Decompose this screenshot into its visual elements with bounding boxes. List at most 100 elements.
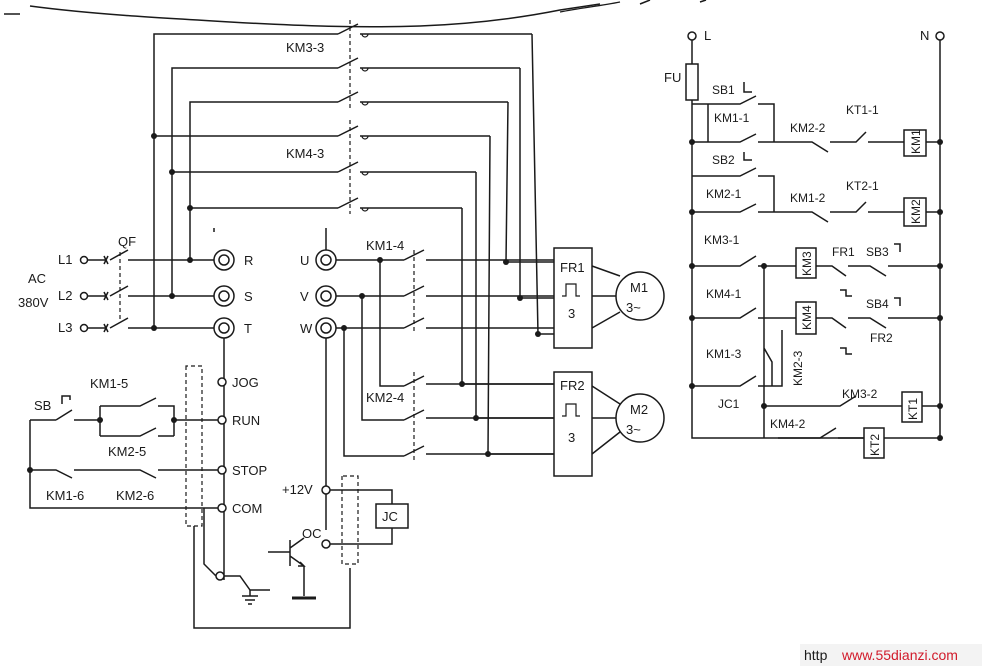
fr2-label: FR2 (560, 378, 585, 393)
watermark-bg (800, 644, 982, 666)
km2-3-label: KM2-3 (791, 350, 805, 386)
watermark: http www.55dianzi.com (800, 644, 982, 666)
control-frame (185, 365, 203, 527)
km1-3-label: KM1-3 (706, 347, 742, 361)
control-right-section: L N FU SB1 KM1-1 KM2-2 KT1-1 KM1 SB2 KM2… (664, 28, 945, 459)
sb2-label: SB2 (712, 153, 735, 167)
terminal-w-label: W (300, 321, 313, 336)
sb4-label: SB4 (866, 297, 889, 311)
km3-3-label: KM3-3 (286, 40, 324, 55)
junction-dot (689, 315, 695, 321)
kt2-coil-label: KT2 (868, 434, 882, 456)
junction-dot (689, 263, 695, 269)
l3-wire (88, 317, 214, 333)
km2-4-label: KM2-4 (366, 390, 404, 405)
km4-coil-label: KM4 (800, 305, 814, 330)
bus-riser-3 (189, 101, 338, 260)
l1-terminal (79, 255, 89, 265)
km1-1-label: KM1-1 (714, 111, 750, 125)
l3-terminal (79, 323, 89, 333)
junction-dot (937, 263, 943, 269)
fr2-to-m2 (591, 385, 621, 455)
supply-l3-label: L3 (58, 320, 72, 335)
terminal-t-inner (218, 322, 230, 334)
junction-dot (169, 169, 175, 175)
terminal-run (217, 415, 227, 425)
terminal-jog-label: JOG (232, 375, 259, 390)
km2-coil-label: KM2 (909, 199, 923, 224)
fr1-contact-label: FR1 (832, 245, 855, 259)
l1-wire (88, 249, 214, 265)
fr2-contact-label: FR2 (870, 331, 893, 345)
ground-icon (242, 590, 258, 605)
km1-2-label: KM1-2 (790, 191, 826, 205)
terminal-u-inner (320, 254, 332, 266)
junction-dot (937, 139, 943, 145)
junction-dot (187, 257, 193, 263)
km1-coil (903, 129, 927, 157)
bypass-drop-4 (487, 135, 554, 455)
top-scribble-2 (559, 1, 621, 13)
junction-dot (937, 209, 943, 215)
km2-1-label: KM2-1 (706, 187, 742, 201)
l2-wire (88, 285, 214, 301)
top-scribble-3 (4, 0, 707, 15)
row4-wire (692, 297, 940, 355)
terminal-r-label: R (244, 253, 253, 268)
junction-dot (169, 293, 175, 299)
km3-3-contacts (337, 23, 532, 103)
common-node (215, 571, 225, 581)
top-scribble (29, 3, 601, 28)
terminal-v-inner (320, 290, 332, 302)
sb-label: SB (34, 398, 51, 413)
supply-voltage-label: 380V (18, 295, 49, 310)
jc-wires (330, 489, 393, 545)
row1-wire (692, 82, 940, 153)
km4-2-label: KM4-2 (770, 417, 806, 431)
km3-2-label: KM3-2 (842, 387, 878, 401)
supply-section: L1 L2 L3 AC 380V QF (18, 234, 214, 335)
km4-1-label: KM4-1 (706, 287, 742, 301)
kt1-1-label: KT1-1 (846, 103, 879, 117)
bypass-drop-3 (505, 101, 554, 263)
km4-3-label: KM4-3 (286, 146, 324, 161)
sb3-label: SB3 (866, 245, 889, 259)
row5-wire (692, 266, 783, 388)
bus-riser-1 (153, 33, 338, 328)
km3-coil (795, 247, 817, 279)
junction-dot (689, 209, 695, 215)
control-left-section: JOG RUN STOP COM SB KM1-5 KM2-5 KM1-6 KM… (27, 365, 409, 629)
watermark-prefix: http (804, 647, 828, 663)
terminal-r-inner (218, 254, 230, 266)
arc-marks (361, 33, 369, 212)
junction-dot (689, 383, 695, 389)
neutral-label: N (920, 28, 929, 43)
terminal-s-label: S (244, 289, 253, 304)
fuse-label: FU (664, 70, 681, 85)
terminal-stop-label: STOP (232, 463, 267, 478)
junction-dot (171, 417, 177, 423)
bus-riser-2 (171, 67, 338, 296)
jc-coil-frame (341, 475, 359, 565)
phase-label: L (704, 28, 711, 43)
stop-line (29, 420, 218, 479)
km2-2-label: KM2-2 (790, 121, 826, 135)
junction-dot (187, 205, 193, 211)
junction-dot (97, 417, 103, 423)
phase-terminal (687, 31, 697, 41)
neutral-terminal (935, 31, 945, 41)
fr1-symbol (562, 283, 580, 297)
junction-dot (937, 435, 943, 441)
fuse-box (685, 63, 699, 101)
fr1-to-m1 (591, 265, 621, 329)
row2-wire (692, 152, 940, 223)
uvw-wire-w (336, 317, 554, 329)
junction-dot (689, 139, 695, 145)
fr1-count: 3 (568, 306, 575, 321)
kt1-coil (901, 391, 923, 423)
oc-label: OC (302, 526, 322, 541)
transistor-icon (268, 537, 306, 596)
km1-coil-label: KM1 (909, 129, 923, 154)
kt2-coil (863, 427, 885, 459)
